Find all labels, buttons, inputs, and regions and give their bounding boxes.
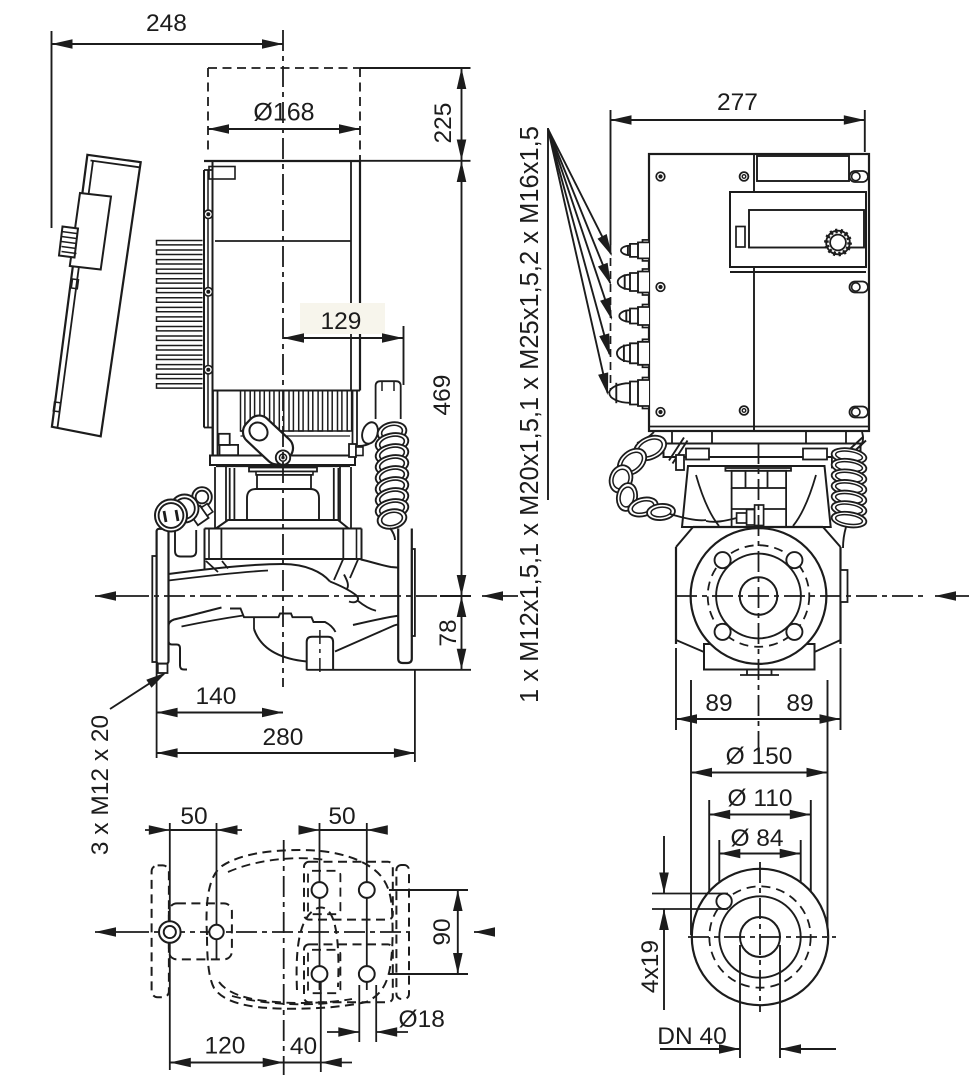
svg-text:248: 248 [146, 10, 187, 37]
svg-text:3 x M12 x 20: 3 x M12 x 20 [87, 715, 114, 855]
svg-text:Ø 110: Ø 110 [728, 785, 793, 812]
svg-text:Ø 150: Ø 150 [726, 743, 793, 770]
svg-text:89: 89 [705, 690, 732, 717]
svg-text:4x19: 4x19 [637, 940, 664, 993]
svg-text:90: 90 [429, 918, 456, 945]
svg-text:280: 280 [263, 724, 304, 751]
svg-text:120: 120 [205, 1033, 246, 1060]
svg-text:129: 129 [321, 308, 362, 335]
svg-text:40: 40 [290, 1033, 317, 1060]
svg-text:140: 140 [196, 683, 237, 710]
svg-text:Ø168: Ø168 [253, 99, 314, 127]
svg-text:50: 50 [328, 803, 355, 830]
svg-text:469: 469 [429, 375, 456, 416]
svg-text:78: 78 [435, 619, 462, 646]
svg-text:50: 50 [180, 803, 207, 830]
svg-text:DN 40: DN 40 [657, 1023, 726, 1050]
svg-text:Ø 84: Ø 84 [730, 825, 783, 852]
svg-text:89: 89 [786, 690, 813, 717]
svg-text:1 x M12x1,5,1 x M20x1,5,1 x M2: 1 x M12x1,5,1 x M20x1,5,1 x M25x1,5,2 x … [516, 126, 544, 703]
svg-text:Ø18: Ø18 [399, 1006, 445, 1033]
svg-text:277: 277 [717, 89, 758, 116]
svg-text:225: 225 [430, 103, 457, 144]
